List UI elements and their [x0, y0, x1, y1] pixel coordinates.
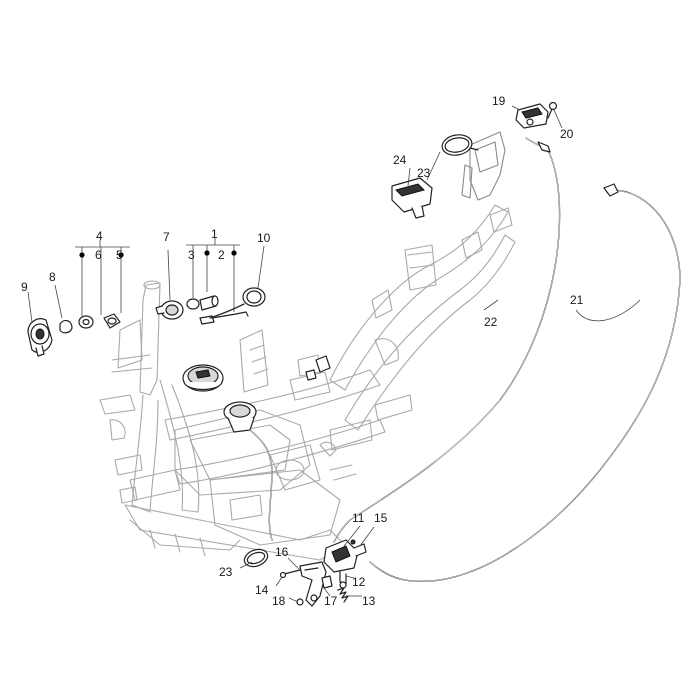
part-release-cable: [209, 287, 266, 319]
callout-23-bottom: 23: [219, 565, 233, 579]
rear-cross-b: [374, 338, 399, 366]
cable-21-end: [603, 183, 619, 197]
head-tube-top: [143, 280, 161, 290]
engine-block: [209, 469, 341, 546]
callout-6: 6: [95, 248, 102, 262]
left-footboard-bracket: [114, 454, 143, 476]
callout-2: 2: [218, 248, 225, 262]
part-spring-clip: [59, 319, 73, 334]
part-cap-lock-housing: [155, 300, 184, 320]
engine-cover: [269, 444, 321, 491]
rear-top-mount-inner: [474, 141, 499, 173]
lower-cradle: [124, 504, 346, 561]
left-bracket-ear: [109, 419, 126, 441]
engine-mount: [229, 494, 263, 521]
part-ignition-lock: [27, 318, 53, 357]
cable-filler-lock: [249, 429, 273, 541]
cable-21: [369, 189, 681, 583]
callout-17: 17: [324, 594, 338, 608]
steering-head-tube: [139, 282, 161, 396]
head-tube-rib: [111, 354, 153, 373]
rear-upper-rail: [329, 204, 509, 391]
callout-15: 15: [374, 511, 388, 525]
callout-8: 8: [49, 270, 56, 284]
bullet-marks: [79, 250, 237, 258]
callout-21: 21: [570, 293, 584, 307]
cradle-left-plate: [129, 469, 181, 501]
callout-4: 4: [96, 229, 103, 243]
rear-hose-clips: [329, 464, 357, 481]
callout-14: 14: [255, 583, 269, 597]
part-lock-cylinder: [186, 295, 219, 311]
callout-22: 22: [484, 315, 498, 329]
part-seat-latch: [515, 103, 549, 129]
callout-16: 16: [275, 545, 289, 559]
part-small-ring: [78, 315, 94, 329]
part-cable-splitter: [323, 539, 367, 589]
part-frame-connectors: [305, 355, 331, 381]
tank-support-bracket: [239, 329, 269, 393]
rear-top-mount-tab: [461, 164, 473, 199]
scooter-frame: [99, 131, 516, 561]
rear-cross-a: [374, 394, 413, 421]
tank-support-ribs: [249, 344, 269, 375]
cables: [249, 137, 681, 583]
part-seat-lock: [391, 177, 433, 219]
part-latch-screw: [547, 101, 558, 119]
rear-rail-plate-ribs: [407, 251, 435, 269]
engine-boss: [275, 459, 305, 481]
callout-12: 12: [352, 575, 366, 589]
callout-numbers: 4 6 5 8 9 7 1 3 2 10 24 23 19 20 21 22 1…: [21, 94, 584, 608]
head-tube-bracket: [99, 394, 136, 415]
tank-cradle: [174, 409, 311, 496]
callout-1: 1: [211, 227, 218, 241]
part-filler-neck: [223, 401, 257, 433]
part-lever-bracket: [279, 561, 327, 607]
cradle-ribs: [149, 529, 206, 557]
rear-top-mount: [469, 131, 506, 201]
central-spine-lower: [174, 419, 386, 485]
part-spring: [337, 587, 349, 603]
callout-3: 3: [188, 248, 195, 262]
callout-13: 13: [362, 594, 376, 608]
callout-9: 9: [21, 280, 28, 294]
part-seat-strap: [441, 134, 479, 156]
part-fuel-cap: [182, 364, 224, 392]
leader-lines: [27, 105, 641, 603]
callout-5: 5: [116, 248, 123, 262]
lower-left-clip: [119, 486, 138, 504]
rear-lower-rail: [344, 234, 516, 431]
part-cable-strap: [243, 548, 269, 568]
callout-19: 19: [492, 94, 506, 108]
hose-fitting: [319, 441, 337, 457]
cradle-crossmember: [129, 519, 241, 551]
rear-rail-bracket-a: [371, 289, 393, 319]
callout-24: 24: [393, 153, 407, 167]
callout-20: 20: [560, 127, 574, 141]
head-tube-gusset: [117, 319, 143, 369]
callout-18: 18: [272, 594, 286, 608]
part-lock-key: [199, 311, 249, 325]
callout-10: 10: [257, 231, 271, 245]
rear-rail-bracket-c: [489, 207, 513, 233]
part-lock-barrel: [103, 313, 121, 329]
tank-plate: [189, 424, 291, 481]
cable-22: [333, 137, 561, 543]
callout-23-top: 23: [417, 166, 431, 180]
part-small-nut: [296, 598, 304, 606]
part-clevis: [321, 575, 333, 589]
callout-11: 11: [352, 511, 365, 525]
rear-rail-bracket-b: [461, 231, 483, 259]
cable-22-end: [537, 141, 551, 153]
callout-7: 7: [163, 230, 170, 244]
rear-rail-plate: [404, 244, 437, 291]
